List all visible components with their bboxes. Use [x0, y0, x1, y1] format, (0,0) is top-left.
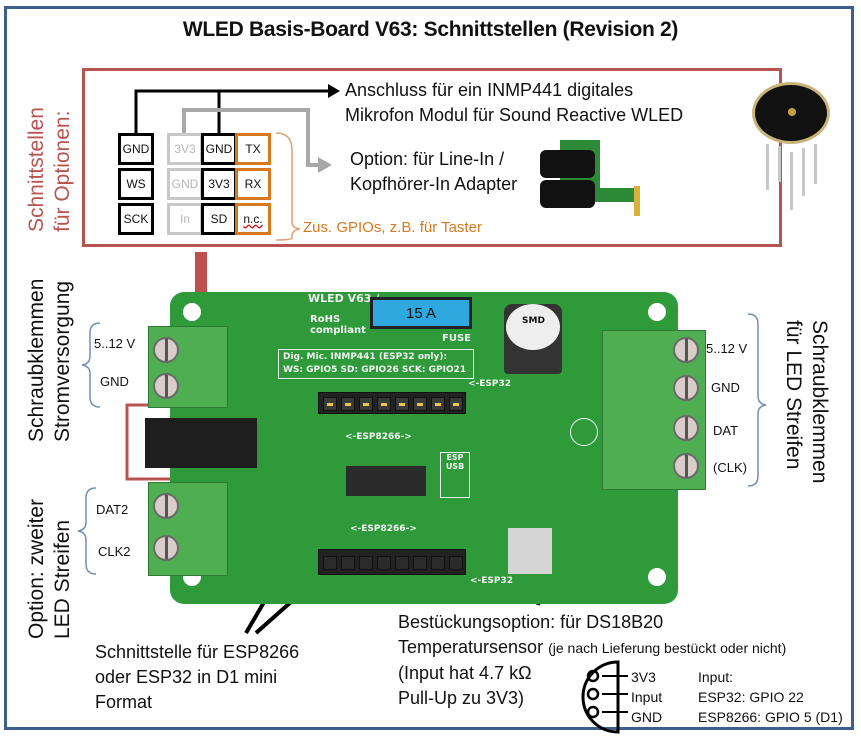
second-strip-terminal-block: [148, 482, 228, 576]
second-strip-brace: [77, 487, 97, 575]
pin-sck: SCK: [118, 203, 154, 235]
led-strip-terminal-block: [602, 330, 706, 490]
esp-interface-callout: Schnittstelle für ESP8266 oder ESP32 in …: [95, 642, 300, 712]
option-pin-header: [145, 418, 257, 468]
led-terminal-clk: (CLK): [713, 460, 747, 475]
capacitor: SMD: [504, 304, 562, 374]
bottom-pin-header: [318, 549, 466, 575]
esp32-tag-bottom: <-ESP32: [470, 576, 514, 586]
mic-callout: Anschluss für ein INMP441 digitales Mikr…: [345, 80, 684, 125]
led-terminal-dat: DAT: [713, 423, 739, 438]
screw: [153, 373, 179, 399]
screw: [153, 337, 179, 363]
screw: [153, 535, 179, 561]
power-terminal-block: [148, 326, 228, 408]
ds18b20-footprint: [570, 418, 598, 446]
shield-module: [508, 528, 552, 574]
sensor-pin-labels: 3V3 Input GND: [631, 667, 662, 727]
mount-hole-br: [648, 568, 666, 586]
screw: [673, 375, 699, 401]
linein-adapter-image: [540, 140, 650, 220]
gpio-callout: Zus. GPIOs, z.B. für Taster: [303, 219, 482, 236]
sensor-pin-3v3: 3V3: [631, 669, 656, 685]
power-brace: [81, 322, 101, 408]
board-name: WLED V63 /: [308, 292, 380, 305]
pin-nc: n.c.: [235, 203, 271, 235]
mount-hole-tr: [648, 303, 666, 321]
esp32-tag-top: <-ESP32: [468, 379, 512, 389]
rohs-label: RoHS compliant: [310, 314, 366, 336]
sensor-pin-gnd: GND: [631, 709, 663, 725]
mic-info-box: Dig. Mic. INMP441 (ESP32 only): WS: GPIO…: [278, 349, 474, 379]
mic-arrow-head: [328, 84, 340, 98]
screw: [673, 453, 699, 479]
led-terminal-vin: 5..12 V: [706, 341, 748, 356]
linein-line: [182, 108, 320, 167]
pin-rx: RX: [235, 168, 271, 200]
screw: [153, 493, 179, 519]
screw: [673, 337, 699, 363]
fuse: 15 A: [370, 297, 472, 329]
second-terminal-dat2: DAT2: [96, 502, 129, 517]
mic-line: [134, 89, 328, 133]
ds18b20-callout: Bestückungsoption: für DS18B20 Temperatu…: [398, 612, 787, 708]
top-pin-header: [318, 392, 466, 414]
led-strip-side-label: Schraubklemmen für LED Streifen: [782, 320, 831, 484]
page-title: WLED Basis-Board V63: Schnittstellen (Re…: [182, 18, 679, 41]
led-strip-brace: [747, 313, 767, 487]
sensor-input-info: Input: ESP32: GPIO 22 ESP8266: GPIO 5 (D…: [698, 669, 843, 725]
screw: [673, 415, 699, 441]
esp8266-tag: <-ESP8266->: [345, 432, 412, 442]
outer-frame: [4, 6, 854, 730]
usb-note: ESP USB: [440, 452, 470, 498]
gpio-brace: [275, 132, 301, 241]
led-terminal-gnd: GND: [711, 380, 740, 395]
esp8266-tag-bottom: <-ESP8266->: [350, 524, 417, 534]
power-terminal-gnd: GND: [100, 374, 129, 389]
mount-hole-tl: [183, 303, 201, 321]
ds18b20-sensor-diagram: [581, 660, 628, 734]
pin-gnd: GND: [118, 133, 154, 165]
second-terminal-clk2: CLK2: [98, 544, 131, 559]
linein-arrow-head: [318, 157, 332, 173]
fuse-label: FUSE: [442, 333, 471, 344]
pin-ws: WS: [118, 168, 154, 200]
ic-chip: [346, 466, 426, 496]
linein-callout: Option: für Line-In / Kopfhörer-In Adapt…: [350, 149, 518, 194]
pin-tx: TX: [235, 133, 271, 165]
inmp441-mic-image: [750, 78, 840, 238]
sensor-pin-input: Input: [631, 689, 663, 705]
power-terminal-vin: 5..12 V: [94, 336, 136, 351]
